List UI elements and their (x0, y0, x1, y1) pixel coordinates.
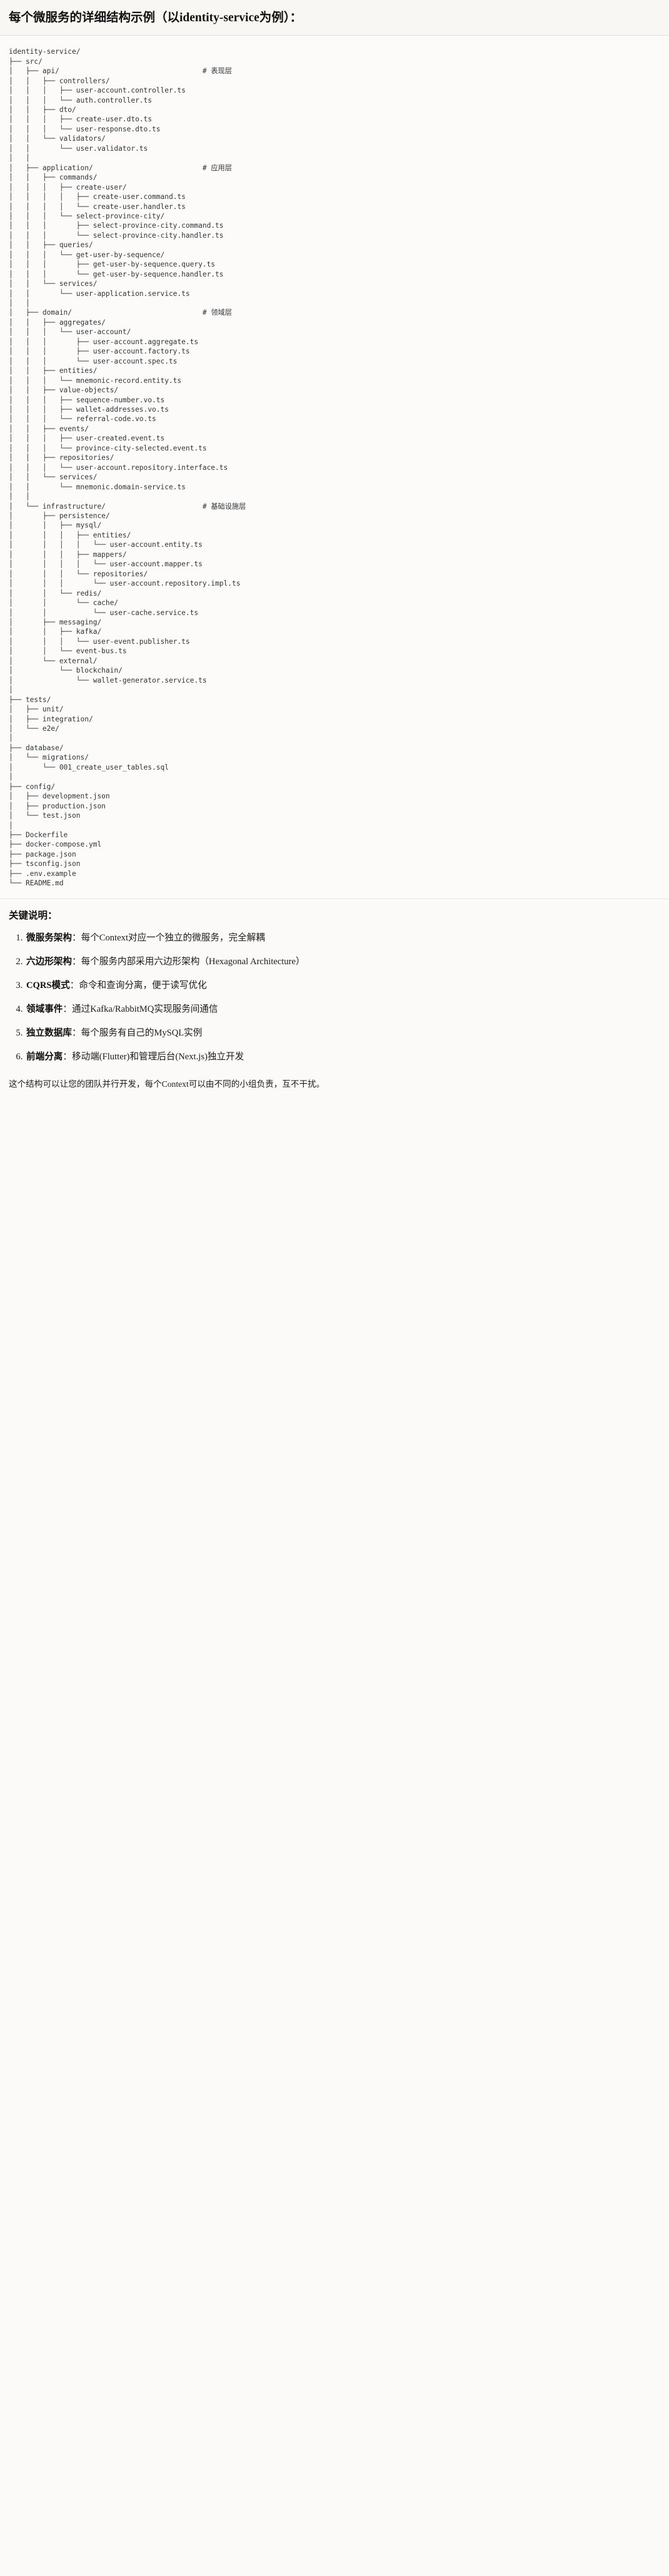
key-point-text: 通过Kafka/RabbitMQ实现服务间通信 (72, 1004, 218, 1014)
key-point-separator: ： (71, 957, 81, 967)
tree-comment: # 基础设施层 (202, 502, 246, 511)
key-point-text: 每个服务有自己的MySQL实例 (81, 1027, 203, 1038)
key-point-item: 独立数据库：每个服务有自己的MySQL实例 (25, 1027, 660, 1041)
key-point-text: 每个服务内部采用六边形架构（Hexagonal Architecture） (81, 957, 305, 967)
directory-tree-code-block: identity-service/ ├── src/ │ ├── api/ # … (0, 36, 669, 899)
key-point-text: 每个Context对应一个独立的微服务，完全解耦 (81, 933, 265, 944)
key-point-label: 微服务架构 (26, 933, 72, 944)
key-point-label: CQRS模式 (26, 980, 70, 990)
key-point-label: 独立数据库 (26, 1027, 72, 1038)
key-points-section: 关键说明： 微服务架构：每个Context对应一个独立的微服务，完全解耦六边形架… (0, 899, 669, 1076)
key-point-separator: ： (71, 933, 81, 944)
key-point-label: 前端分离 (26, 1051, 63, 1062)
tree-comment: # 表现层 (202, 67, 232, 76)
key-point-text: 命令和查询分离，便于读写优化 (79, 980, 207, 990)
key-point-separator: ： (63, 1051, 72, 1062)
document-page: 每个微服务的详细结构示例（以identity-service为例）： ident… (0, 0, 669, 1101)
directory-tree: identity-service/ ├── src/ │ ├── api/ # … (9, 48, 246, 888)
page-title: 每个微服务的详细结构示例（以identity-service为例）： (0, 0, 669, 36)
key-point-item: 微服务架构：每个Context对应一个独立的微服务，完全解耦 (25, 932, 660, 945)
key-point-text: 移动端(Flutter)和管理后台(Next.js)独立开发 (72, 1051, 244, 1062)
closing-paragraph: 这个结构可以让您的团队并行开发，每个Context可以由不同的小组负责，互不干扰… (0, 1075, 669, 1101)
key-point-item: 六边形架构：每个服务内部采用六边形架构（Hexagonal Architectu… (25, 955, 660, 969)
key-points-title: 关键说明： (9, 910, 58, 921)
key-point-label: 领域事件 (26, 1004, 63, 1014)
tree-comment: # 应用层 (202, 163, 232, 172)
key-point-separator: ： (69, 980, 79, 990)
key-points-list: 微服务架构：每个Context对应一个独立的微服务，完全解耦六边形架构：每个服务… (9, 932, 660, 1064)
key-point-item: 前端分离：移动端(Flutter)和管理后台(Next.js)独立开发 (25, 1051, 660, 1064)
key-point-separator: ： (71, 1027, 81, 1038)
key-point-separator: ： (63, 1004, 72, 1014)
key-point-label: 六边形架构 (26, 957, 72, 967)
tree-comment: # 领域层 (202, 308, 232, 317)
key-point-item: 领域事件：通过Kafka/RabbitMQ实现服务间通信 (25, 1003, 660, 1017)
key-point-item: CQRS模式：命令和查询分离，便于读写优化 (25, 979, 660, 993)
